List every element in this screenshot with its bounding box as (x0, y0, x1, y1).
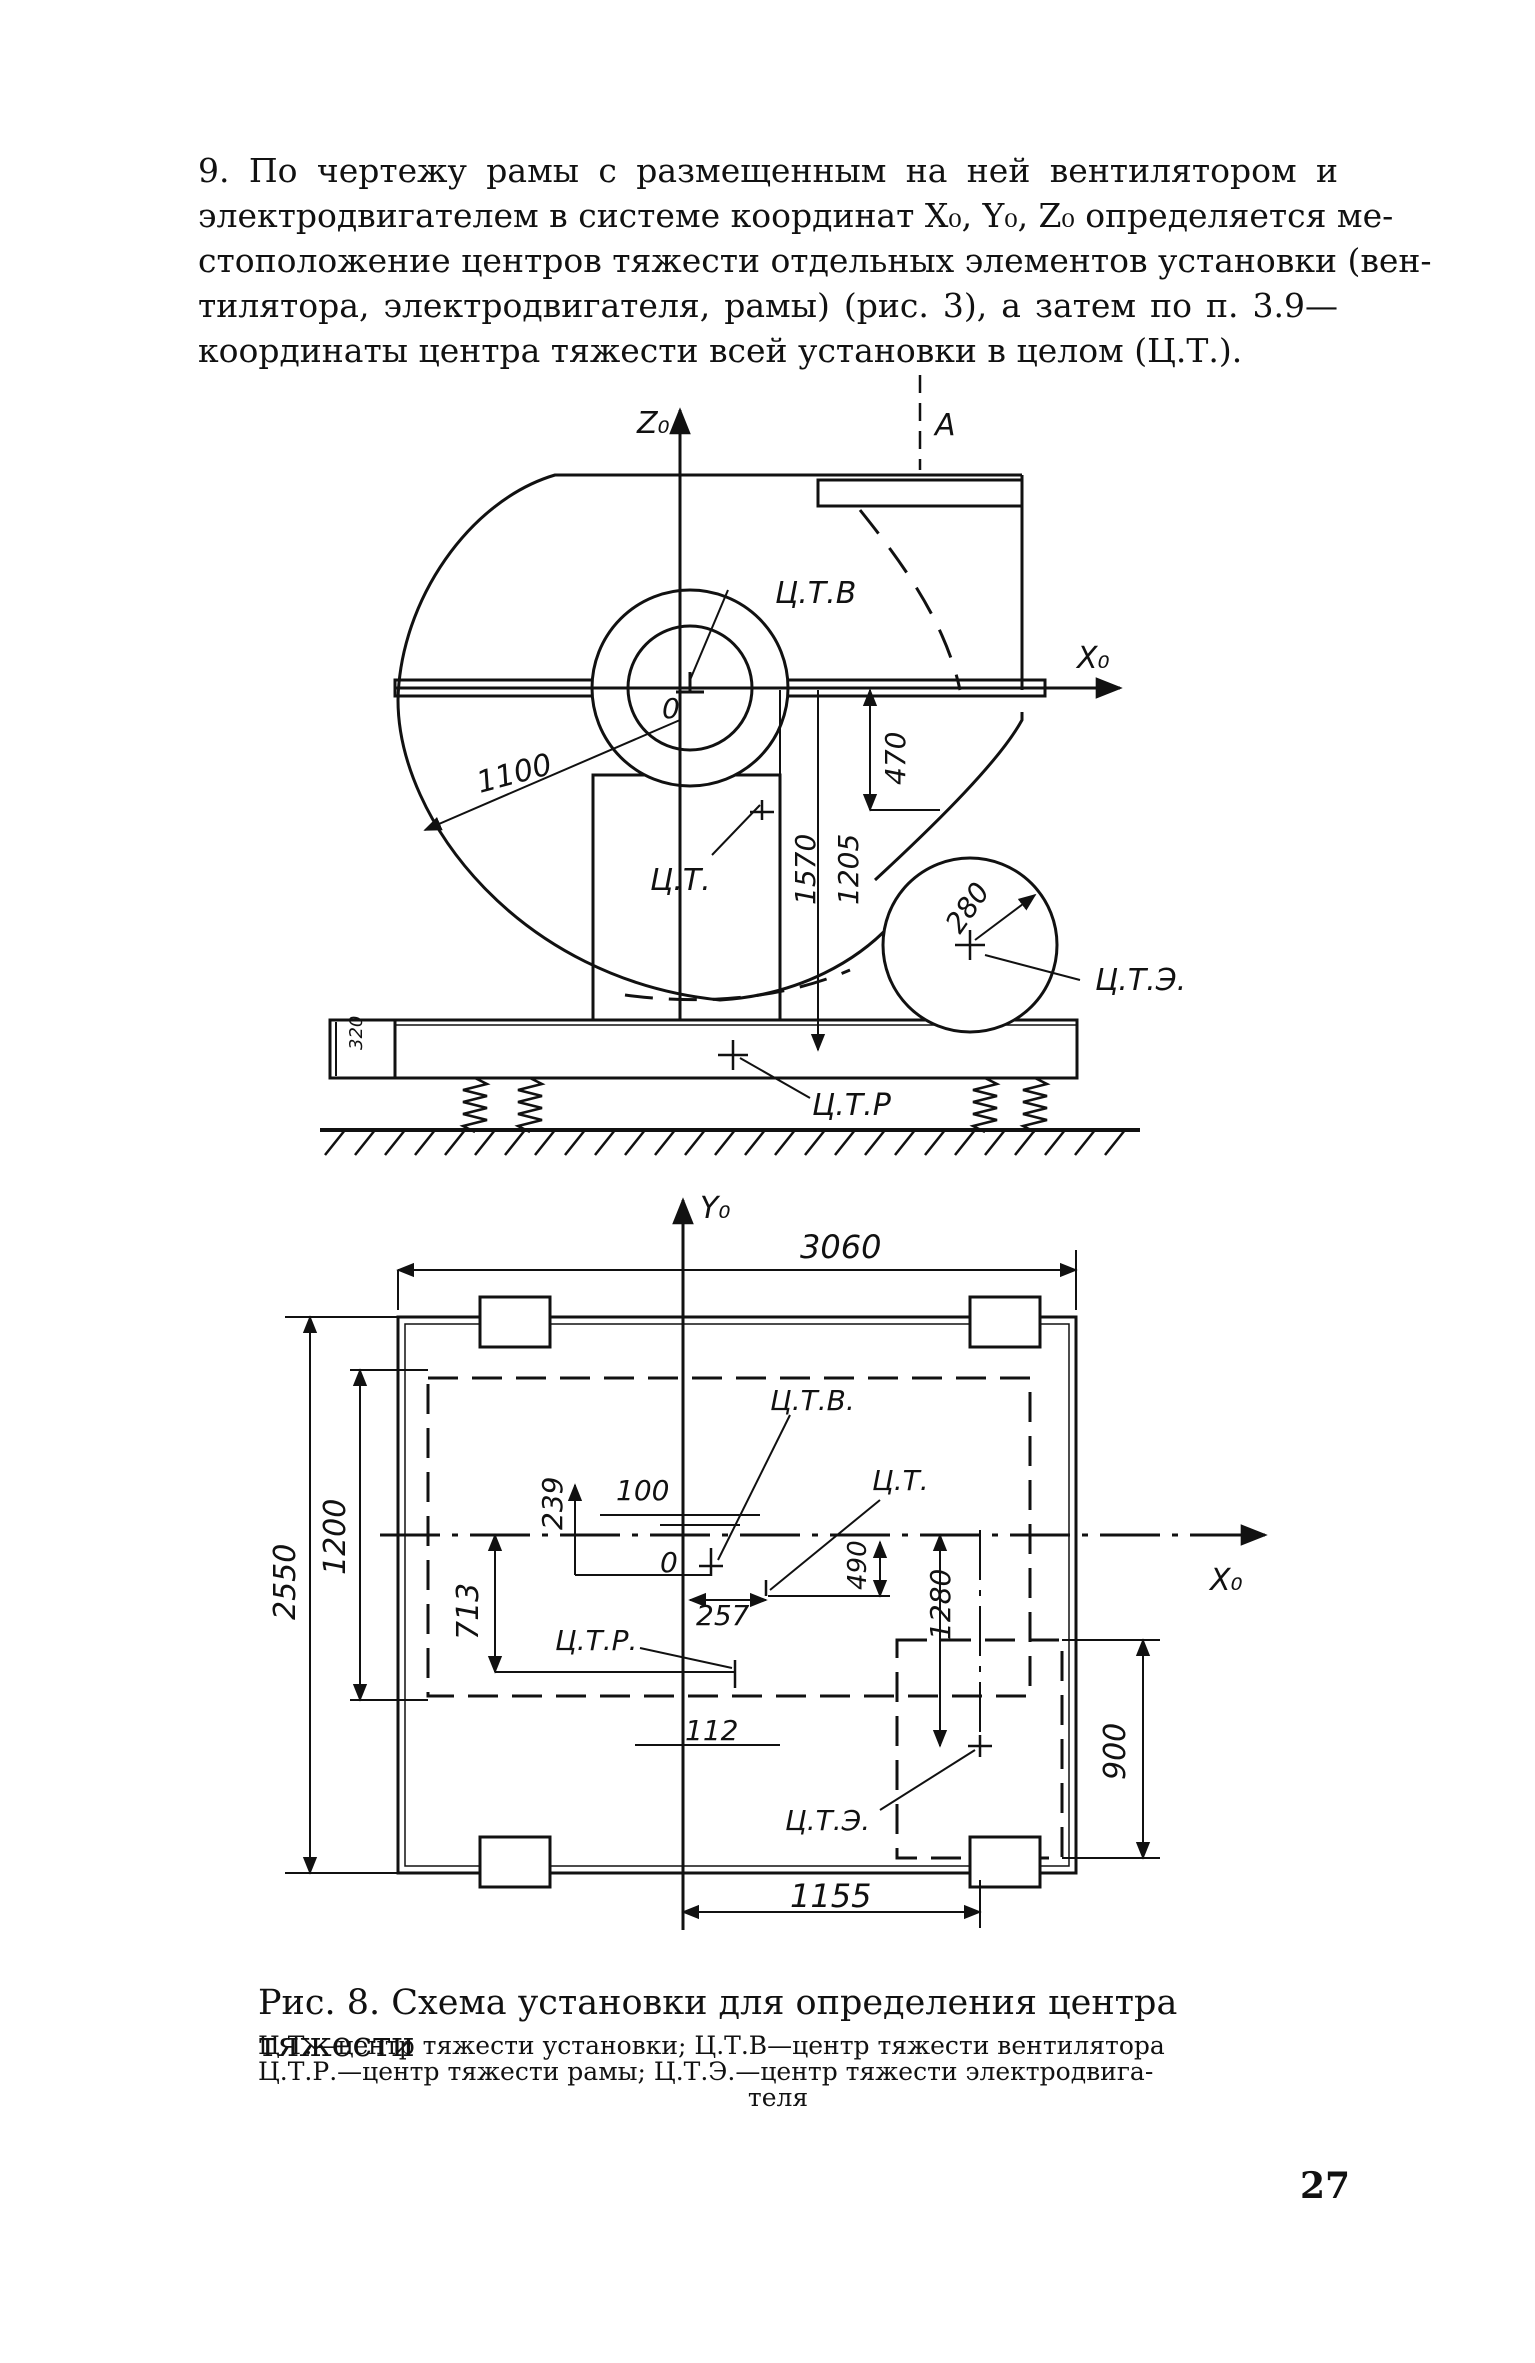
mount-pad (968, 1835, 1042, 1889)
plan-dimensions (285, 1250, 1160, 1928)
svg-text:Ц.Т.Р.: Ц.Т.Р. (555, 1624, 637, 1657)
svg-text:Ц.Т.В.: Ц.Т.В. (770, 1384, 855, 1417)
svg-text:713: 713 (451, 1583, 486, 1640)
fan-cg-mark (676, 672, 704, 694)
paragraph-line: координаты центра тяжести всей установки… (198, 331, 1243, 370)
outlet-flange (816, 478, 1024, 508)
svg-text:900: 900 (1098, 1723, 1133, 1780)
mount-pad (968, 1295, 1042, 1349)
figure-legend: Ц.Т.—центр тяжести установки; Ц.Т.В—цент… (258, 2033, 1298, 2111)
svg-text:0: 0 (660, 1546, 678, 1579)
svg-text:470: 470 (879, 732, 912, 785)
svg-text:1570: 1570 (789, 834, 822, 905)
svg-text:0: 0 (662, 692, 680, 725)
svg-text:2550: 2550 (268, 1544, 303, 1620)
body-paragraph: 9. По чертежу рамы с размещенным на ней … (198, 148, 1432, 373)
frame-outline (396, 1315, 1078, 1875)
svg-text:Ц.Т.: Ц.Т. (650, 863, 711, 898)
svg-text:Ц.Т.В: Ц.Т.В (775, 576, 856, 611)
svg-text:490: 490 (843, 1540, 873, 1590)
mount-pad (478, 1835, 552, 1889)
svg-text:Ц.Т.Э.: Ц.Т.Э. (785, 1804, 870, 1837)
legend-line: Ц.Т.Р.—центр тяжести рамы; Ц.Т.Э.—центр … (258, 2057, 1154, 2086)
paragraph-line: 9. По чертежу рамы с размещенным на ней … (198, 151, 1338, 190)
paragraph-line: тилятора, электродвигателя, рамы) (рис. … (198, 286, 1338, 325)
fan-footprint (426, 1376, 1032, 1698)
svg-text:X₀: X₀ (1075, 641, 1110, 676)
frame-cg-mark (718, 1040, 748, 1070)
svg-text:3060: 3060 (800, 1228, 881, 1266)
svg-text:257: 257 (696, 1599, 750, 1632)
svg-text:X₀: X₀ (1208, 1563, 1243, 1598)
legend-line: теля (747, 2083, 809, 2112)
svg-text:Ц.Т.Э.: Ц.Т.Э. (1095, 963, 1186, 998)
svg-text:1100: 1100 (473, 747, 556, 801)
legend-line: Ц.Т.—центр тяжести установки; Ц.Т.В—цент… (258, 2031, 1165, 2060)
spring-mounts (459, 1076, 1051, 1134)
mount-pad (478, 1295, 552, 1349)
page-number: 27 (1300, 2165, 1351, 2207)
svg-text:Y₀: Y₀ (700, 1191, 730, 1226)
frame-end-block (328, 1018, 397, 1080)
svg-text:1155: 1155 (790, 1877, 871, 1915)
svg-text:Ц.Т.: Ц.Т. (872, 1464, 929, 1497)
fan-housing (396, 473, 1022, 1002)
fan-cg-mark-plan (699, 1548, 723, 1576)
ground-hatching (324, 1129, 1126, 1156)
svg-text:100: 100 (616, 1474, 669, 1507)
svg-text:1205: 1205 (832, 834, 865, 905)
svg-text:239: 239 (536, 1477, 569, 1530)
svg-text:1280: 1280 (924, 1569, 957, 1640)
dimension-320: 320 (335, 1016, 367, 1076)
plan-view: Y₀ 3060 2550 1200 713 239 100 0 Ц.Т.В. Ц… (268, 1191, 1268, 1930)
svg-text:320: 320 (346, 1016, 367, 1050)
unit-cg-mark (750, 800, 774, 820)
svg-text:A: A (933, 408, 956, 443)
motor-cg-mark (955, 930, 985, 960)
side-dimensions (423, 589, 1081, 1099)
figure-caption: Рис. 8. Схема установки для определения … (258, 1983, 1178, 2065)
paragraph-line: электродвигателем в системе координат X₀… (198, 196, 1394, 235)
motor-cg-mark-plan (968, 1735, 992, 1757)
svg-text:Ц.Т.Р: Ц.Т.Р (812, 1088, 892, 1123)
paragraph-line: стоположение центров тяжести отдельных э… (198, 241, 1432, 280)
svg-text:112: 112 (685, 1714, 738, 1747)
svg-text:Z₀: Z₀ (636, 406, 670, 441)
side-view: 320 (320, 375, 1186, 1156)
svg-text:1200: 1200 (318, 1499, 353, 1575)
